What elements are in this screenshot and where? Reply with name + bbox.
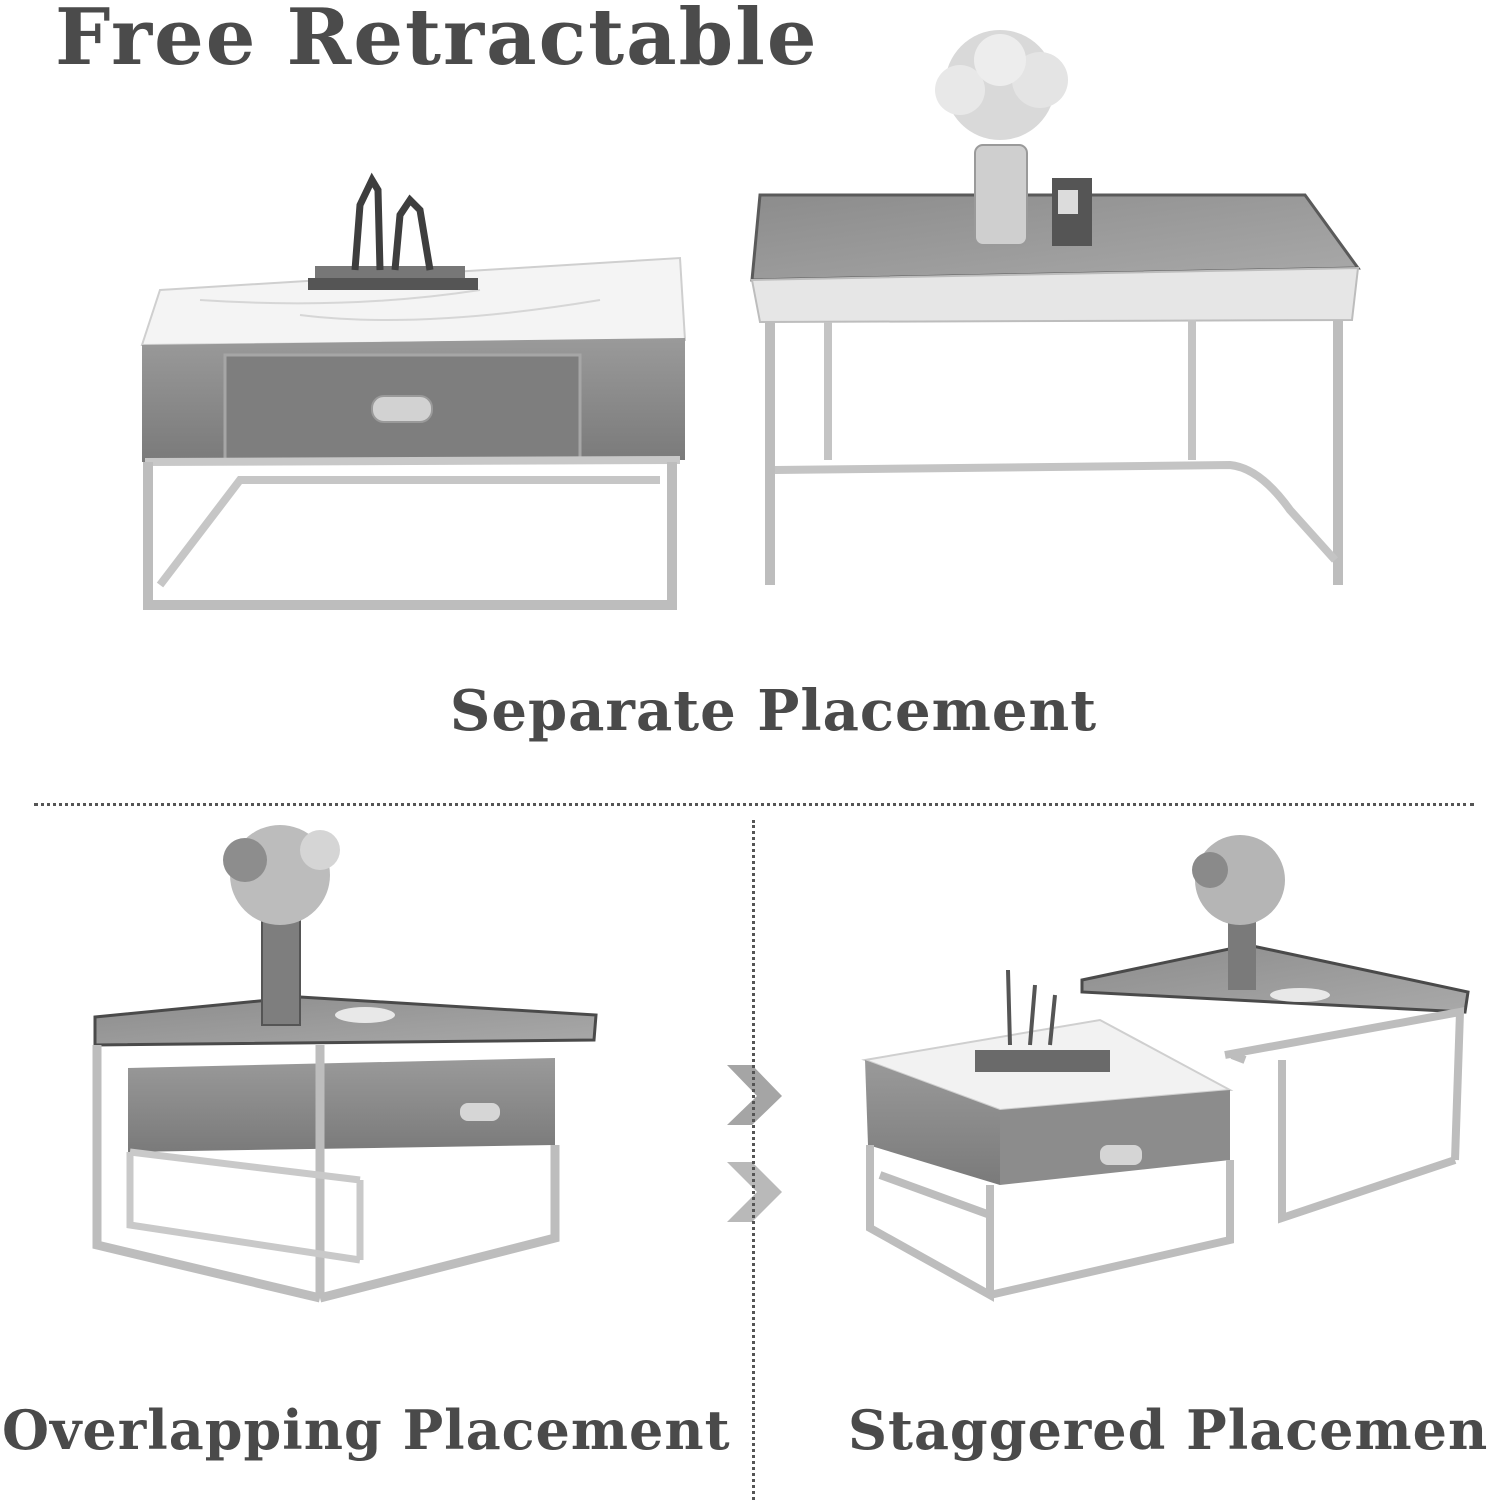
overlapping-placement-caption: Overlapping Placement (2, 1398, 731, 1462)
overlapping-tables (92, 825, 598, 1303)
staggered-placement-caption: Staggered Placement (848, 1398, 1487, 1462)
vertical-divider (752, 820, 755, 1500)
staggered-tables (861, 835, 1470, 1302)
page-title: Free Retractable (55, 0, 819, 83)
horizontal-divider (34, 803, 1474, 806)
separate-placement-caption: Separate Placement (449, 678, 1098, 744)
marble-drawer-table (140, 172, 687, 610)
glass-table (750, 30, 1361, 585)
